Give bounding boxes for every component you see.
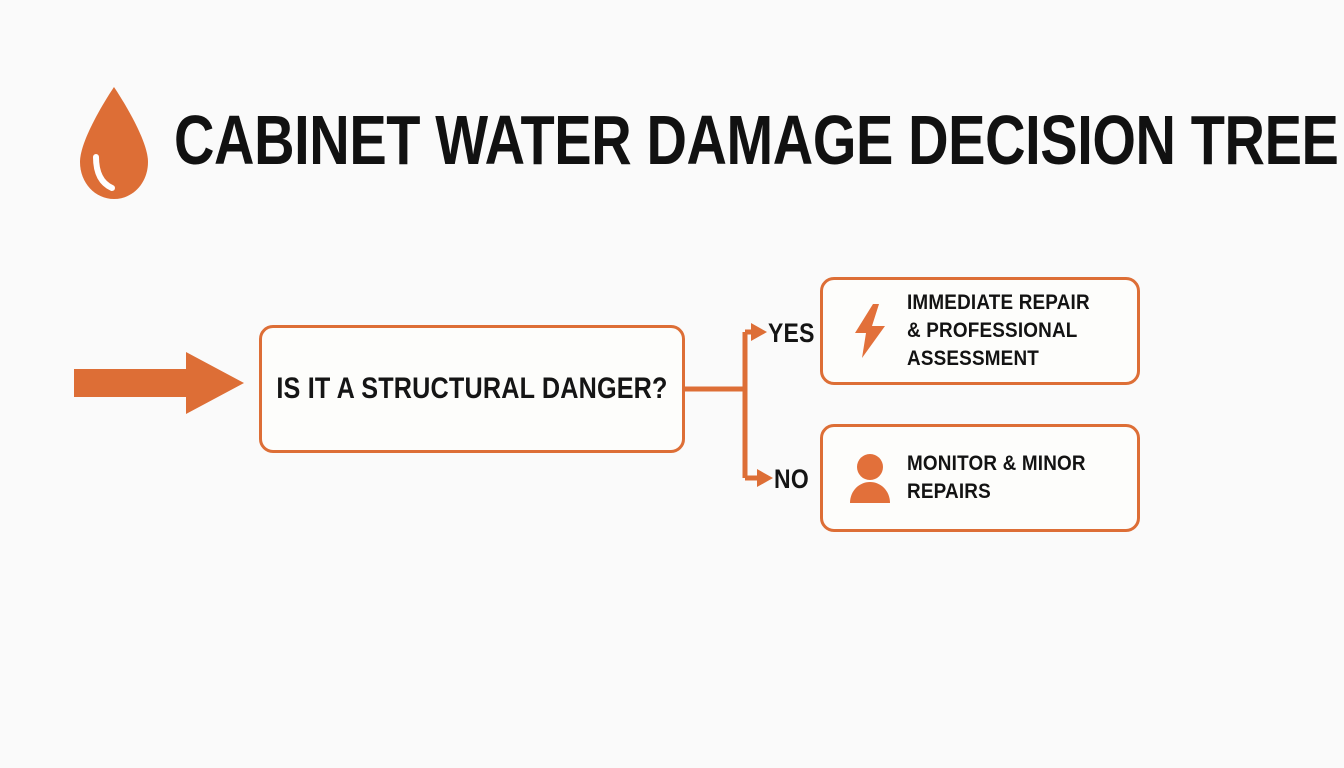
decision-node-label: IS IT A STRUCTURAL DANGER? <box>276 372 668 405</box>
outcome-yes-content: IMMEDIATE REPAIR & PROFESSIONAL ASSESSME… <box>823 280 1137 382</box>
branch-label-yes: YES <box>768 318 815 348</box>
outcome-no-line-1: MONITOR & MINOR <box>907 452 1086 476</box>
outcome-yes-text: IMMEDIATE REPAIR & PROFESSIONAL ASSESSME… <box>907 289 1090 372</box>
outcome-node-no[interactable]: MONITOR & MINOR REPAIRS <box>820 424 1140 532</box>
branch-label-no: NO <box>774 464 809 494</box>
outcome-yes-line-1: IMMEDIATE REPAIR <box>907 291 1090 315</box>
header: CABINET WATER DAMAGE DECISION TREE <box>0 78 1344 203</box>
outcome-no-content: MONITOR & MINOR REPAIRS <box>823 427 1137 529</box>
decision-node[interactable]: IS IT A STRUCTURAL DANGER? <box>259 325 685 453</box>
outcome-no-line-2: REPAIRS <box>907 480 991 503</box>
outcome-node-yes[interactable]: IMMEDIATE REPAIR & PROFESSIONAL ASSESSME… <box>820 277 1140 385</box>
person-icon <box>849 451 891 505</box>
outcome-yes-line-2: & PROFESSIONAL <box>907 319 1078 343</box>
lightning-bolt-icon <box>849 304 891 358</box>
right-arrow-icon <box>74 352 244 414</box>
outcome-yes-line-3: ASSESSMENT <box>907 346 1040 370</box>
outcome-no-text: MONITOR & MINOR REPAIRS <box>907 450 1086 505</box>
page-title: CABINET WATER DAMAGE DECISION TREE <box>174 101 1339 179</box>
water-drop-icon <box>80 87 148 199</box>
